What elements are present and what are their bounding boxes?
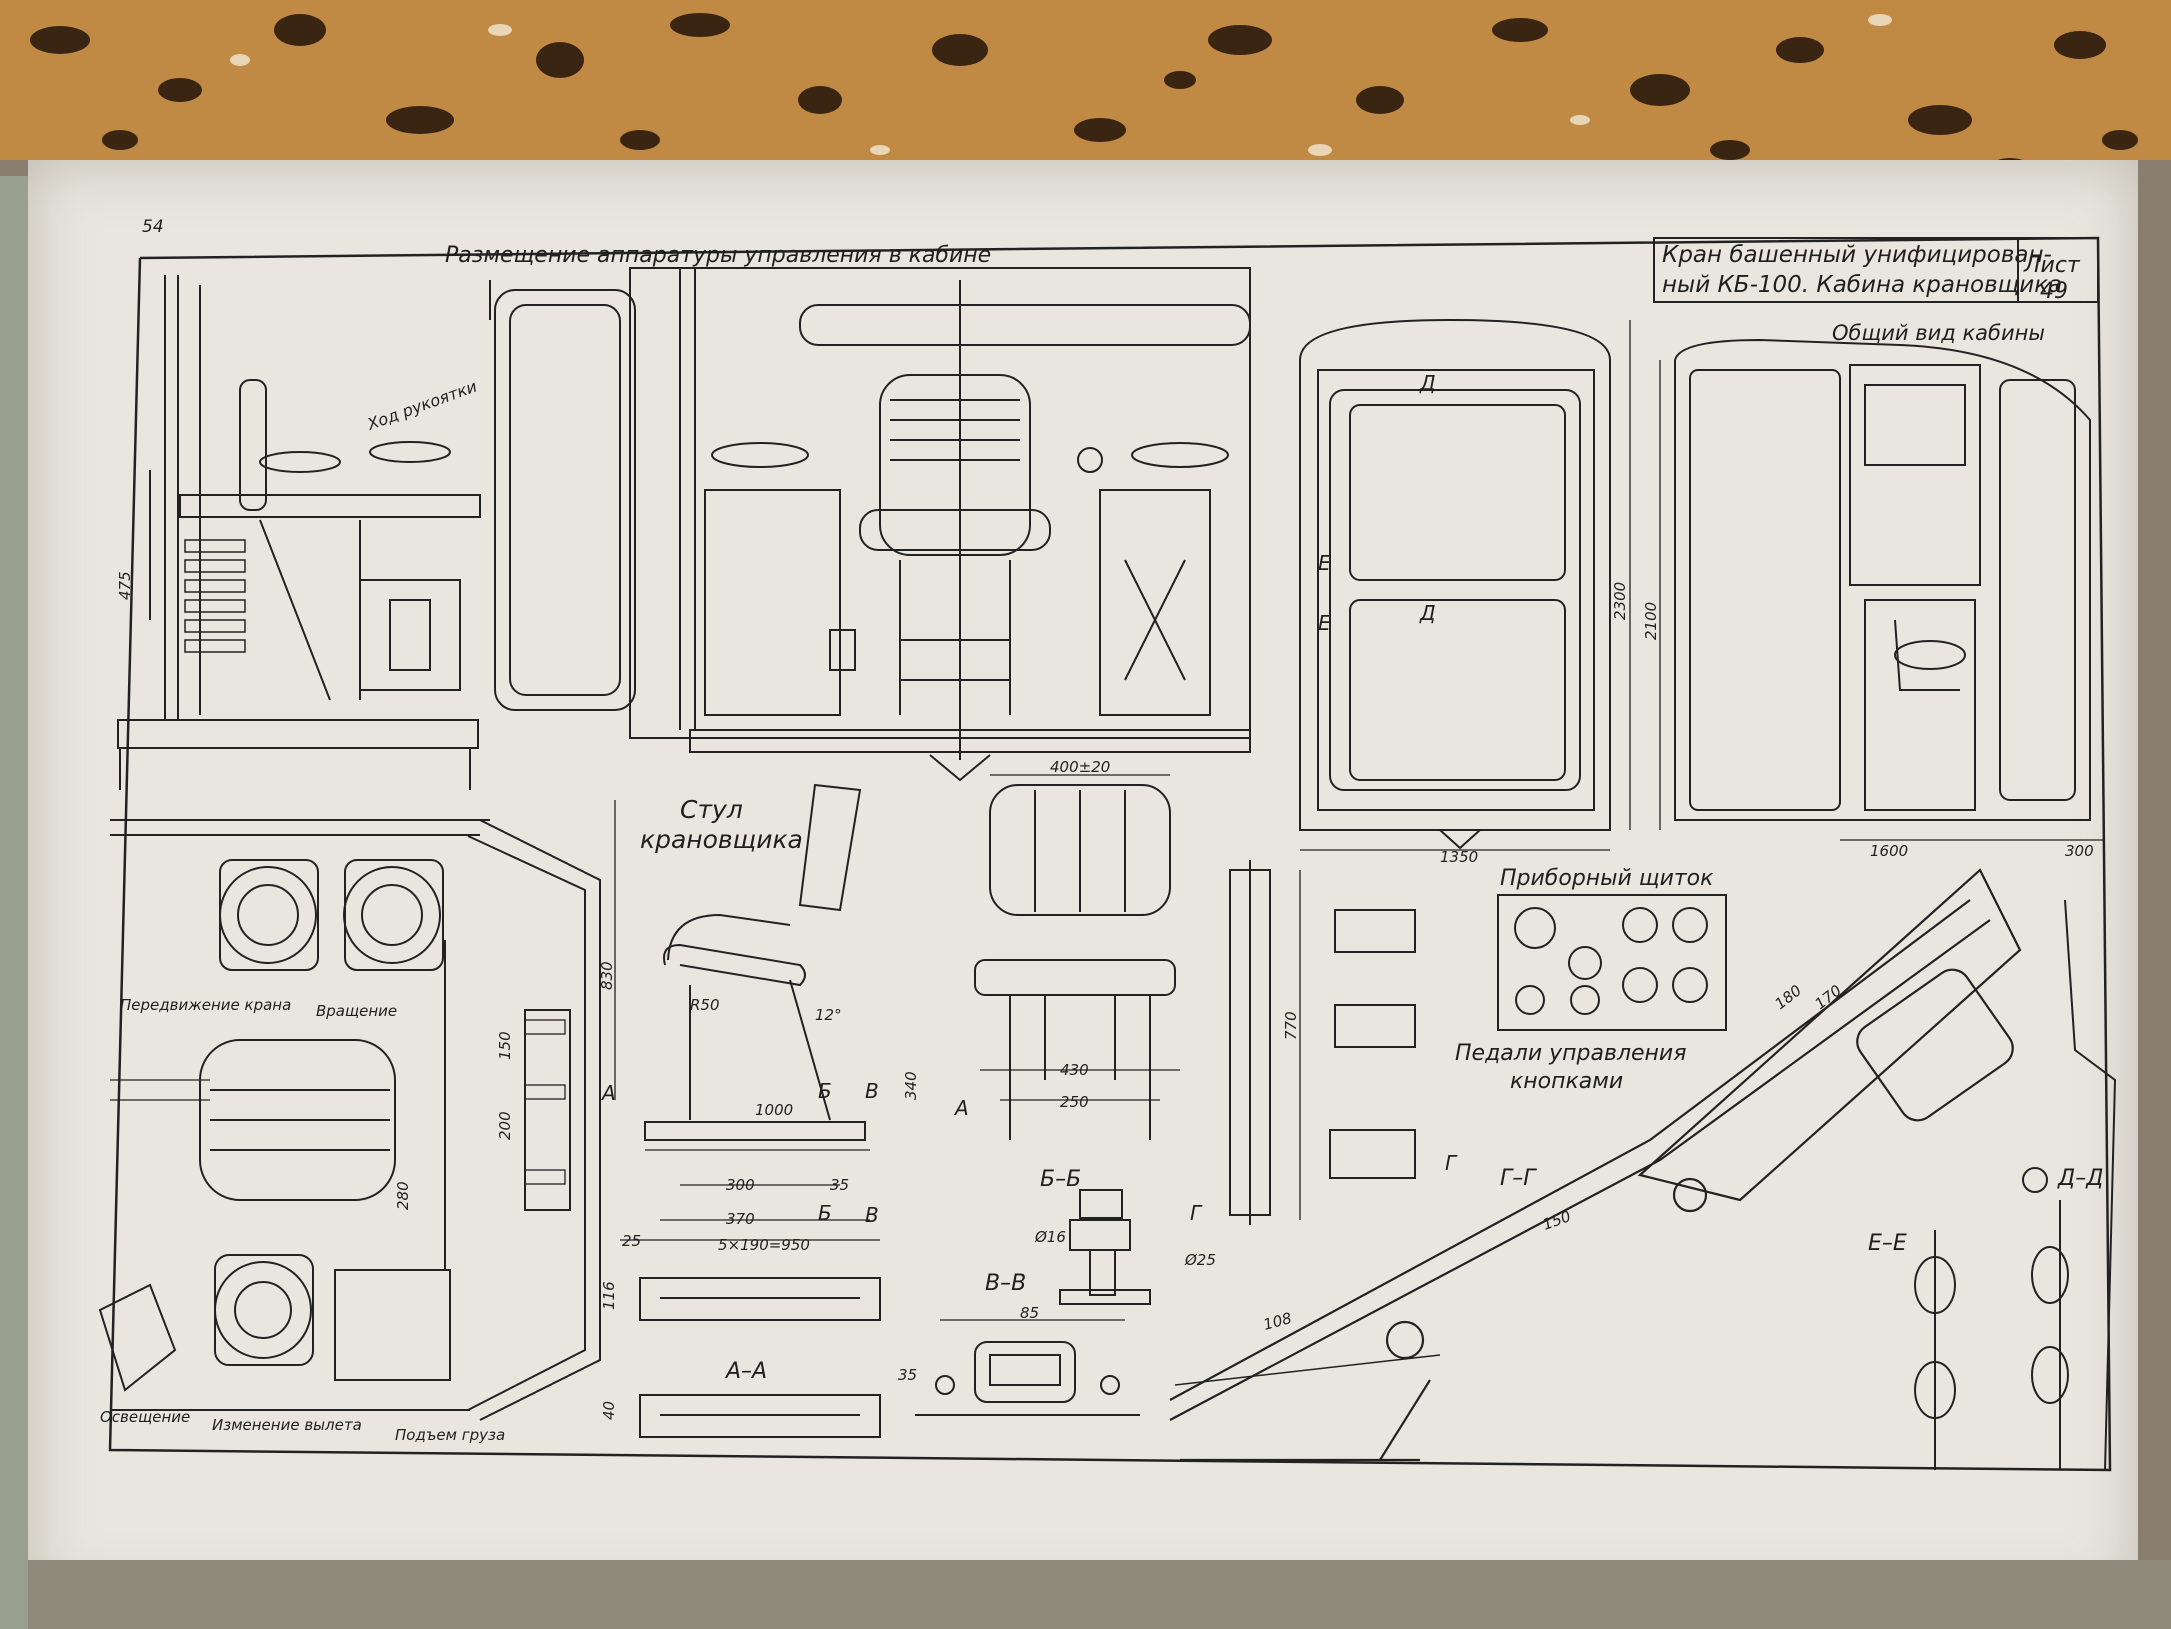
section-bb: Б–Б bbox=[1040, 1167, 1081, 1192]
caption-chair-line1: Стул bbox=[680, 795, 743, 824]
cabin-general-view bbox=[1674, 338, 2105, 841]
dim-35b: 35 bbox=[898, 1366, 917, 1384]
dim-40: 40 bbox=[600, 1401, 618, 1420]
dim-d25: Ø25 bbox=[1184, 1251, 1216, 1269]
section-mark-e-top: Е bbox=[1318, 551, 1331, 575]
section-mark-g-right: Г bbox=[1445, 1151, 1458, 1175]
section-ee: Е–Е bbox=[1868, 1231, 1907, 1256]
cabin-front-interior-view bbox=[629, 267, 1251, 782]
section-aa: А–А bbox=[724, 1359, 767, 1384]
dim-400: 400±20 bbox=[1050, 758, 1110, 776]
dim-35: 35 bbox=[830, 1176, 849, 1194]
caption-lighting: Освещение bbox=[100, 1408, 190, 1426]
dim-2300: 2300 bbox=[1611, 582, 1629, 620]
caption-pedals-line2: кнопками bbox=[1510, 1069, 1623, 1094]
page-number: 54 bbox=[142, 217, 164, 237]
dim-300b: 300 bbox=[726, 1176, 755, 1194]
dim-200: 200 bbox=[496, 1111, 514, 1140]
section-mark-d-bottom: Д bbox=[1419, 601, 1436, 625]
sheet-frame bbox=[108, 236, 2112, 1472]
cabin-plan-view bbox=[98, 819, 601, 1421]
caption-equipment-placement: Размещение аппаратуры управления в кабин… bbox=[445, 243, 991, 268]
dim-1350: 1350 bbox=[1440, 848, 1478, 866]
section-ee-detail bbox=[1914, 1230, 1956, 1470]
dim-1600: 1600 bbox=[1870, 842, 1908, 860]
caption-handle-travel: Ход рукоятки bbox=[364, 377, 479, 435]
dim-108: 108 bbox=[1261, 1309, 1293, 1334]
dim-25: 25 bbox=[622, 1232, 641, 1250]
dim-770: 770 bbox=[1282, 1011, 1300, 1040]
dim-12deg: 12° bbox=[815, 1006, 842, 1024]
dim-5x190: 5×190=950 bbox=[718, 1236, 810, 1254]
section-mark-a-right: А bbox=[953, 1096, 969, 1120]
cabin-side-view bbox=[117, 275, 636, 790]
dim-150: 150 bbox=[496, 1031, 514, 1060]
dim-r50: R50 bbox=[690, 996, 720, 1014]
dim-150b: 150 bbox=[1540, 1207, 1573, 1234]
section-mark-b-bottom: Б bbox=[818, 1201, 832, 1225]
caption-crane-travel: Передвижение крана bbox=[120, 996, 291, 1014]
dim-370: 370 bbox=[726, 1210, 755, 1228]
title-block: Кран башенный унифицирован- ный КБ-100. … bbox=[1653, 237, 2099, 304]
caption-rotation: Вращение bbox=[316, 1002, 397, 1020]
dim-830: 830 bbox=[598, 961, 616, 990]
section-aa-rails bbox=[639, 1277, 881, 1438]
section-mark-g-left: Г bbox=[1190, 1201, 1203, 1225]
album-page bbox=[28, 160, 2138, 1600]
dim-300: 300 bbox=[2065, 842, 2094, 860]
section-mark-a-left: А bbox=[600, 1081, 616, 1105]
fastener-detail bbox=[1059, 1189, 1151, 1305]
dim-d16: Ø16 bbox=[1034, 1228, 1066, 1246]
section-mark-v-top: В bbox=[865, 1079, 879, 1103]
dim-475: 475 bbox=[116, 571, 134, 600]
page-lower-edge bbox=[28, 1560, 2171, 1629]
instrument-panel bbox=[1497, 894, 1727, 1031]
section-mark-e-bottom: Е bbox=[1318, 611, 1331, 635]
title-line-1: Кран башенный унифицирован- bbox=[1662, 242, 2052, 268]
dim-170: 170 bbox=[1811, 981, 1845, 1013]
pedal-section-view bbox=[1169, 868, 2022, 1462]
section-dd: Д–Д bbox=[2057, 1166, 2103, 1191]
dim-1000: 1000 bbox=[755, 1101, 793, 1119]
sheet-number: 49 bbox=[2040, 279, 2068, 304]
dim-85: 85 bbox=[1020, 1304, 1039, 1322]
pedal-side-view bbox=[1229, 860, 1416, 1225]
section-mark-d-top: Д bbox=[1419, 371, 1436, 395]
dim-430: 430 bbox=[1060, 1061, 1089, 1079]
title-line-2: ный КБ-100. Кабина крановщика bbox=[1662, 272, 2062, 298]
caption-pedals-line1: Педали управления bbox=[1455, 1041, 1686, 1066]
section-mark-b-top: Б bbox=[818, 1079, 832, 1103]
dim-340: 340 bbox=[902, 1071, 920, 1100]
sheet-label: Лист bbox=[2023, 253, 2081, 278]
chair-front-view bbox=[974, 774, 1180, 1140]
caption-instrument-panel: Приборный щиток bbox=[1500, 866, 1714, 891]
dim-2100: 2100 bbox=[1642, 602, 1660, 640]
dim-280: 280 bbox=[394, 1181, 412, 1210]
cabin-door-view bbox=[1299, 318, 1661, 851]
section-vv: В–В bbox=[985, 1271, 1026, 1296]
caption-chair-line2: крановщика bbox=[640, 825, 803, 854]
section-vv-detail bbox=[915, 1319, 1140, 1416]
dim-180: 180 bbox=[1771, 981, 1805, 1013]
section-dd-detail bbox=[2022, 899, 2117, 1471]
caption-boom-reach: Изменение вылета bbox=[212, 1416, 362, 1434]
section-mark-v-bottom: В bbox=[865, 1203, 879, 1227]
section-gg: Г–Г bbox=[1500, 1166, 1537, 1191]
dim-250: 250 bbox=[1060, 1093, 1089, 1111]
dim-116: 116 bbox=[600, 1281, 618, 1310]
chair-side-view bbox=[614, 783, 880, 1241]
caption-general-view: Общий вид кабины bbox=[1832, 321, 2045, 345]
caption-load-lift: Подъем груза bbox=[395, 1426, 505, 1444]
